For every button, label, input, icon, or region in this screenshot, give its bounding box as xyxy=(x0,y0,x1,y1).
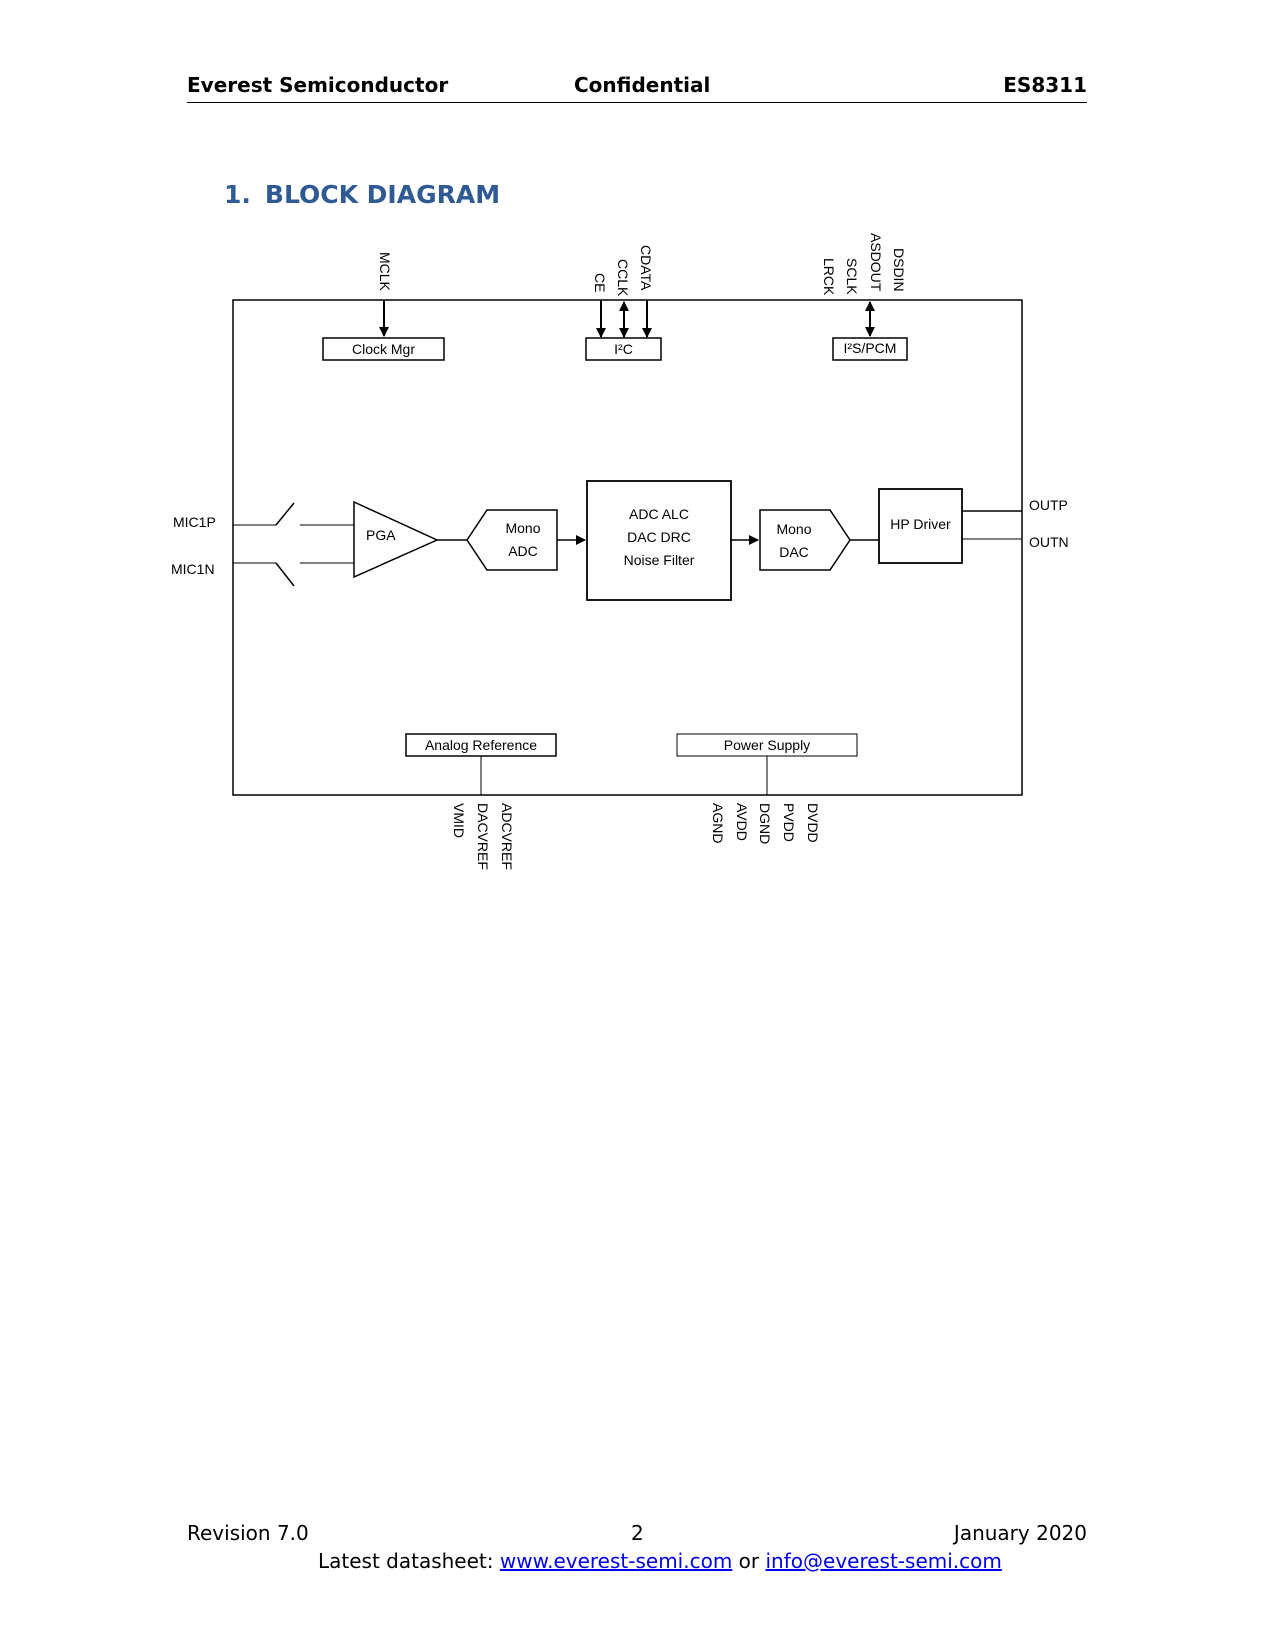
pin-label-ce: CE xyxy=(592,273,608,292)
pin-label-mic1p: MIC1P xyxy=(173,514,216,530)
i2c-label: I²C xyxy=(614,341,633,357)
dsp-block xyxy=(586,480,732,601)
i2s-pcm-block xyxy=(832,337,908,361)
pin-label-mic1n: MIC1N xyxy=(171,561,215,577)
footer-revision: Revision 7.0 xyxy=(187,1521,309,1545)
pin-label-dvdd: DVDD xyxy=(805,803,821,843)
section-number: 1. xyxy=(224,180,251,209)
pin-label-pvdd: PVDD xyxy=(781,803,797,842)
mic1n-switch xyxy=(275,562,295,587)
i2s-pcm-label: I²S/PCM xyxy=(844,340,897,356)
mono-adc-block xyxy=(466,509,558,571)
footer-contact: Latest datasheet: www.everest-semi.com o… xyxy=(318,1549,1002,1573)
pin-label-mclk: MCLK xyxy=(377,252,393,292)
pin-label-avdd: AVDD xyxy=(734,803,750,841)
pin-label-cdata: CDATA xyxy=(638,245,654,291)
power-supply-label: Power Supply xyxy=(724,737,810,753)
section-heading: 1. BLOCK DIAGRAM xyxy=(224,180,500,209)
section-title: BLOCK DIAGRAM xyxy=(264,180,501,209)
pin-label-dacvref: DACVREF xyxy=(475,803,491,870)
dsp-label-dac-drc: DAC DRC xyxy=(627,529,691,545)
pin-label-dgnd: DGND xyxy=(757,803,773,844)
pin-label-lrck: LRCK xyxy=(821,258,837,296)
footer-datasheet-prefix: Latest datasheet: xyxy=(318,1549,494,1573)
footer-date: January 2020 xyxy=(953,1521,1087,1545)
hp-driver-block xyxy=(878,488,963,564)
footer-email-link[interactable]: info@everest-semi.com xyxy=(765,1549,1002,1573)
analog-reference-label: Analog Reference xyxy=(425,737,537,753)
footer-website-link[interactable]: www.everest-semi.com xyxy=(499,1549,733,1573)
header-classification: Confidential xyxy=(574,73,711,97)
pin-label-cclk: CCLK xyxy=(615,259,631,297)
i2c-block xyxy=(585,337,662,361)
pga-label: PGA xyxy=(366,527,396,543)
mono-dac-label-1: Mono xyxy=(776,521,811,537)
footer-page-number: 2 xyxy=(631,1521,644,1545)
header-part-number: ES8311 xyxy=(1003,73,1087,97)
mono-dac-label-2: DAC xyxy=(779,544,809,560)
mono-dac-block xyxy=(759,509,851,571)
header-company: Everest Semiconductor xyxy=(187,73,449,97)
header-rule xyxy=(187,102,1087,103)
pin-label-agnd: AGND xyxy=(710,803,726,843)
hp-driver-label: HP Driver xyxy=(890,516,951,532)
pin-label-adcvref: ADCVREF xyxy=(499,803,515,870)
pin-label-outn: OUTN xyxy=(1029,534,1069,550)
dsp-label-adc-alc: ADC ALC xyxy=(629,506,689,522)
pin-label-sclk: SCLK xyxy=(844,258,860,295)
mono-adc-label-2: ADC xyxy=(508,543,538,559)
clock-mgr-label: Clock Mgr xyxy=(352,341,415,357)
pin-label-vmid: VMID xyxy=(451,803,467,838)
footer-connector: or xyxy=(738,1549,760,1573)
pin-label-outp: OUTP xyxy=(1029,497,1068,513)
clock-mgr-block xyxy=(322,337,445,361)
dsp-label-noise-filter: Noise Filter xyxy=(624,552,695,568)
pin-label-dsdin: DSDIN xyxy=(891,248,907,292)
mono-adc-label-1: Mono xyxy=(505,520,540,536)
pin-label-asdout: ASDOUT xyxy=(868,233,884,292)
pga-block xyxy=(353,500,439,579)
chip-outline xyxy=(232,299,1023,796)
mic1p-switch xyxy=(275,502,295,526)
